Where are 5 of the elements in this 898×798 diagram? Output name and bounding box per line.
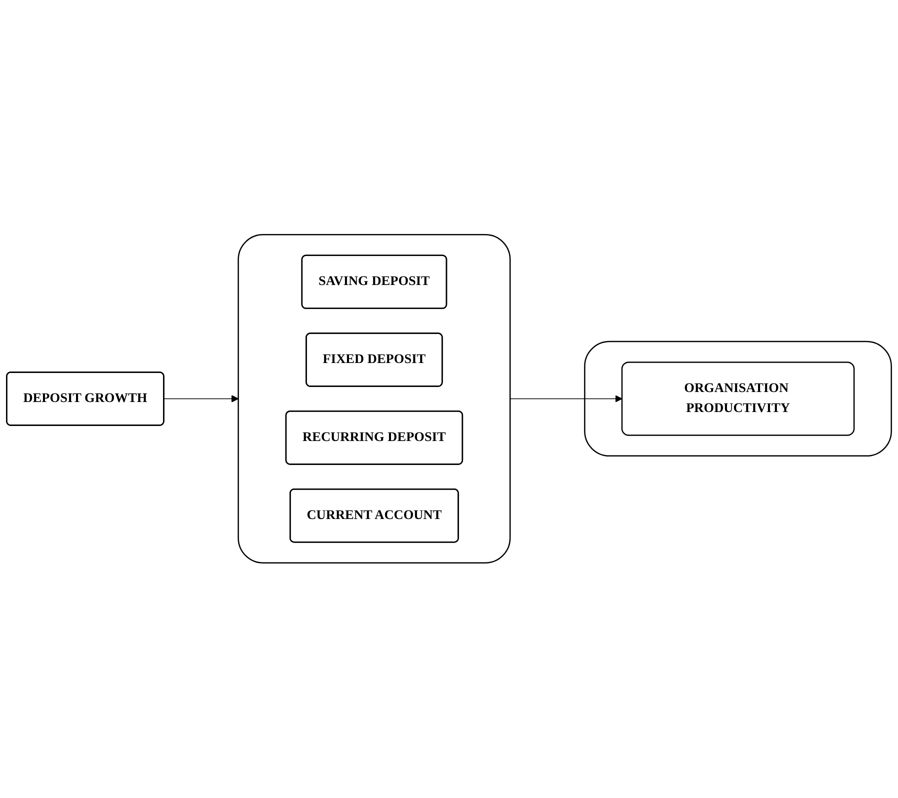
cluster (238, 234, 511, 564)
arrow (163, 395, 239, 403)
cluster (584, 341, 892, 457)
arrow (510, 395, 622, 403)
node-box: ORGANISATION PRODUCTIVITY (621, 362, 855, 436)
